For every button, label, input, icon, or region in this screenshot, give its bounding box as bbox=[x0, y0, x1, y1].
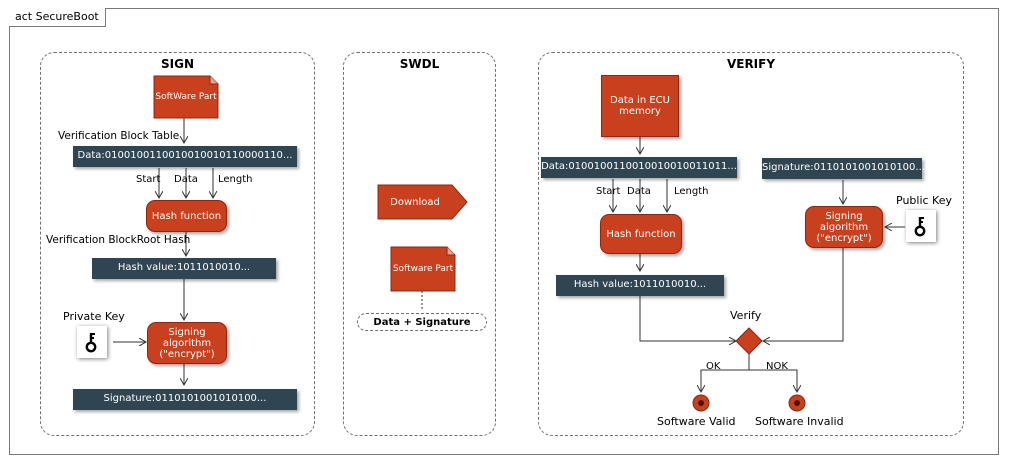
edge-sign-to-verify bbox=[763, 248, 844, 341]
verify-signing-line2: algorithm bbox=[819, 221, 869, 233]
edge-hash-to-verify bbox=[639, 296, 736, 341]
data-in-ecu-memory: Data in ECU memory bbox=[601, 75, 679, 137]
edge-ok bbox=[701, 354, 750, 392]
verify-signing-line3: ("encrypt") bbox=[816, 232, 872, 244]
sign-software-part-label: SoftWare Part bbox=[155, 92, 217, 102]
sign-start-label: Start bbox=[136, 174, 161, 185]
verify-decision-label: Verify bbox=[730, 309, 762, 322]
nok-label: NOK bbox=[766, 361, 788, 372]
sign-length-label: Length bbox=[218, 174, 253, 185]
sign-signing-line2: algorithm bbox=[162, 337, 212, 349]
verify-partition: VERIFY bbox=[538, 52, 964, 436]
software-invalid-final-node bbox=[788, 394, 806, 412]
sign-partition: SIGN bbox=[40, 52, 315, 436]
ok-label: OK bbox=[706, 361, 721, 372]
activity-frame bbox=[9, 8, 999, 455]
sign-private-key-label: Private Key bbox=[63, 310, 125, 323]
ecu-line1: Data in ECU bbox=[610, 95, 670, 106]
data-signature-object: Data + Signature bbox=[357, 313, 487, 331]
sign-signature-bar: Signature:0110101001010100... bbox=[73, 389, 297, 410]
software-invalid-label: Software Invalid bbox=[755, 415, 844, 428]
verify-length-label: Length bbox=[674, 186, 709, 197]
verify-hash-value-bar: Hash value:1011010010... bbox=[556, 275, 724, 296]
frame-title: act SecureBoot bbox=[9, 8, 106, 27]
sign-signing-line1: Signing bbox=[168, 326, 206, 338]
sign-software-part-note bbox=[153, 75, 219, 119]
verify-data-bar: Data:0100100110010010010011011... bbox=[541, 157, 737, 178]
verify-data-label: Data bbox=[627, 186, 651, 197]
verify-decision-diamond bbox=[735, 327, 763, 355]
download-label: Download bbox=[390, 196, 440, 208]
swdl-partition: SWDL bbox=[343, 52, 496, 436]
verify-signature-bar: Signature:0110101001010100... bbox=[762, 158, 925, 179]
verify-hash-function[interactable]: Hash function bbox=[600, 214, 682, 254]
public-key-label: Public Key bbox=[896, 194, 952, 207]
sign-hash-value-bar: Hash value:1011010010... bbox=[92, 258, 276, 279]
verify-signing-algorithm[interactable]: Signing algorithm ("encrypt") bbox=[805, 206, 883, 248]
swdl-software-part-note bbox=[390, 246, 456, 292]
sign-vbt-label: Verification Block Table bbox=[58, 130, 180, 142]
verify-signing-line1: Signing bbox=[825, 210, 863, 222]
sign-signing-line3: ("encrypt") bbox=[159, 348, 215, 360]
swdl-title: SWDL bbox=[399, 57, 440, 71]
ecu-line2: memory bbox=[619, 106, 661, 117]
software-valid-final-node bbox=[692, 394, 710, 412]
download-send-signal bbox=[377, 184, 468, 220]
sign-title: SIGN bbox=[161, 57, 194, 71]
public-key-icon bbox=[906, 210, 936, 242]
verify-title: VERIFY bbox=[726, 57, 776, 71]
sign-data-label: Data bbox=[174, 174, 198, 185]
software-valid-label: Software Valid bbox=[657, 415, 736, 428]
sign-signing-algorithm[interactable]: Signing algorithm ("encrypt") bbox=[147, 322, 227, 364]
private-key-icon bbox=[77, 326, 107, 358]
sign-root-hash-label: Verification BlockRoot Hash bbox=[46, 234, 191, 246]
verify-start-label: Start bbox=[596, 186, 621, 197]
swdl-software-part-label: Software Part bbox=[392, 264, 454, 274]
sign-hash-function[interactable]: Hash function bbox=[146, 200, 227, 232]
sign-data-bar: Data:0100100110010010010110000110... bbox=[73, 146, 297, 167]
edge-nok bbox=[749, 369, 797, 392]
